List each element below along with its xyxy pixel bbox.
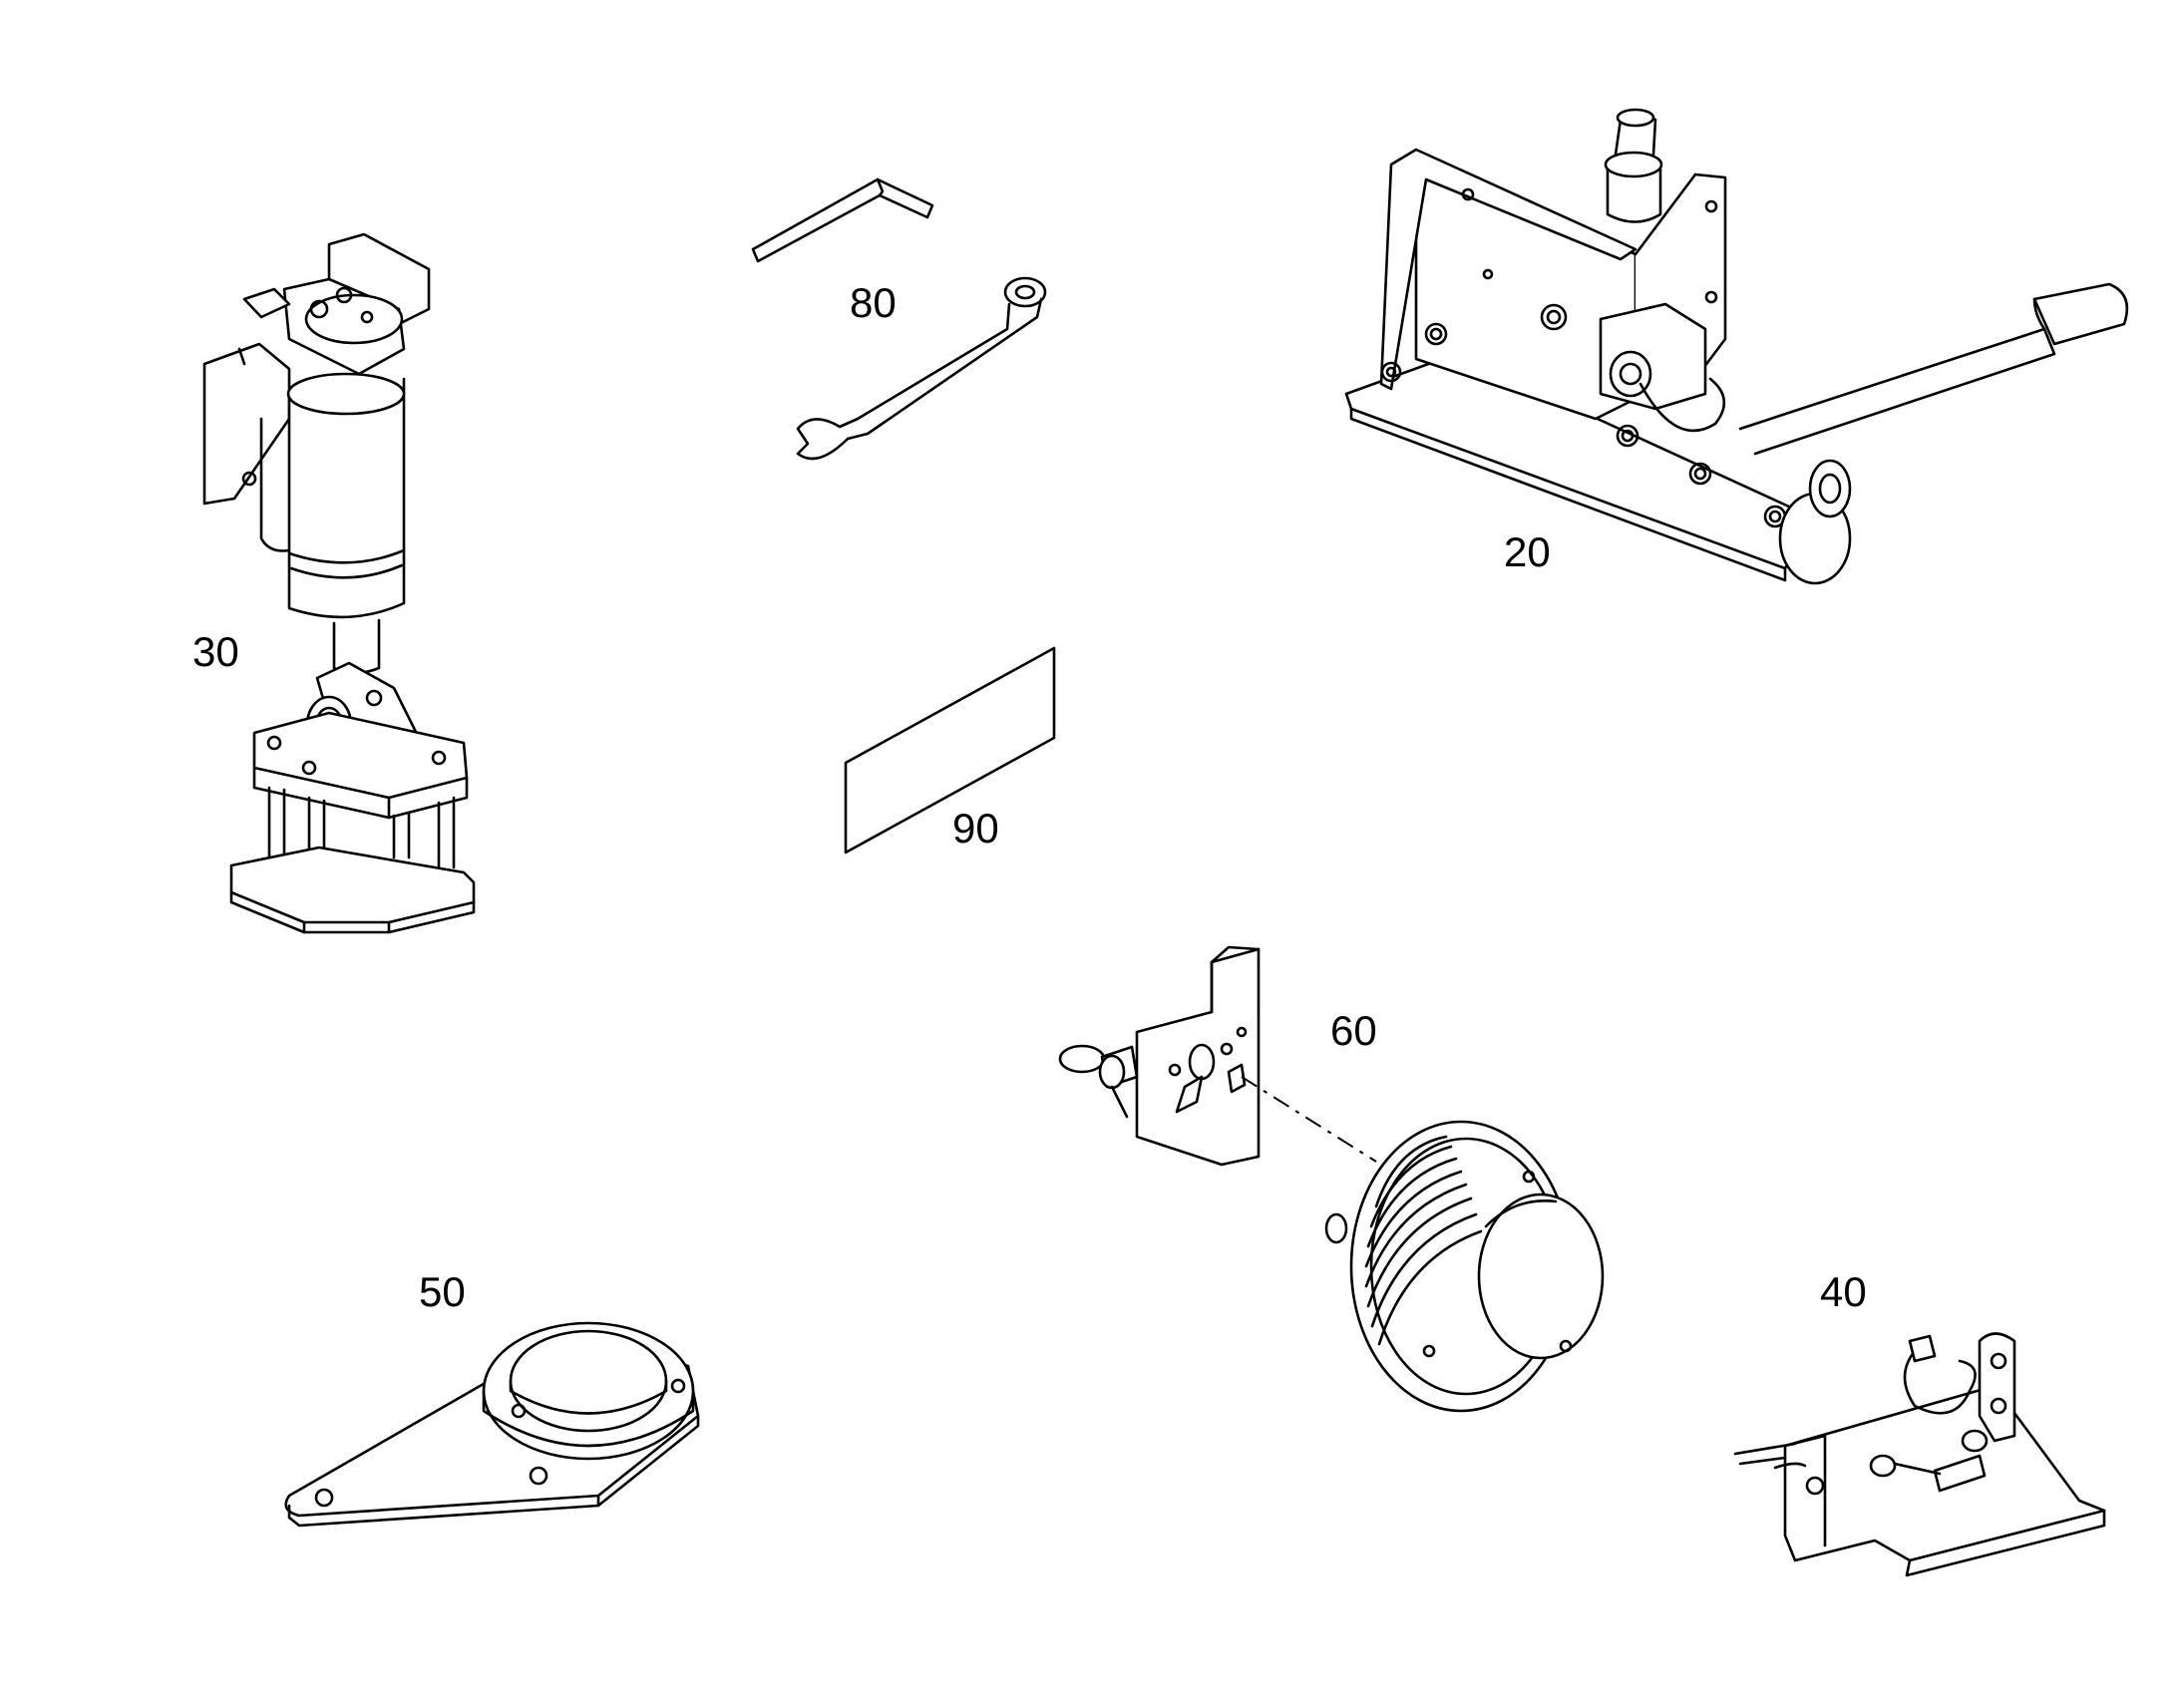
part-50-mounting-plate: [284, 1321, 700, 1528]
callout-20: 20: [1504, 528, 1551, 575]
callout-40: 40: [1820, 1268, 1867, 1315]
callout-90: 90: [952, 805, 999, 852]
part-30-cylinder-assembly: [202, 232, 476, 934]
callout-50: 50: [419, 1268, 466, 1315]
callout-30: 30: [192, 628, 239, 675]
callout-80: 80: [850, 279, 897, 326]
part-60-bracket: [1058, 945, 1261, 1167]
part-20-pump-assembly: [1344, 108, 2129, 585]
part-90-label-plate: [844, 646, 1056, 854]
part-80-wrench: [796, 276, 1047, 461]
assembly-centerline: [1241, 1076, 1377, 1163]
part-40-sensor-bracket: [1733, 1332, 2106, 1577]
part-60-cable-reel: [1324, 1120, 1605, 1413]
part-80-hex-key: [751, 177, 934, 263]
callout-60: 60: [1330, 1007, 1377, 1054]
